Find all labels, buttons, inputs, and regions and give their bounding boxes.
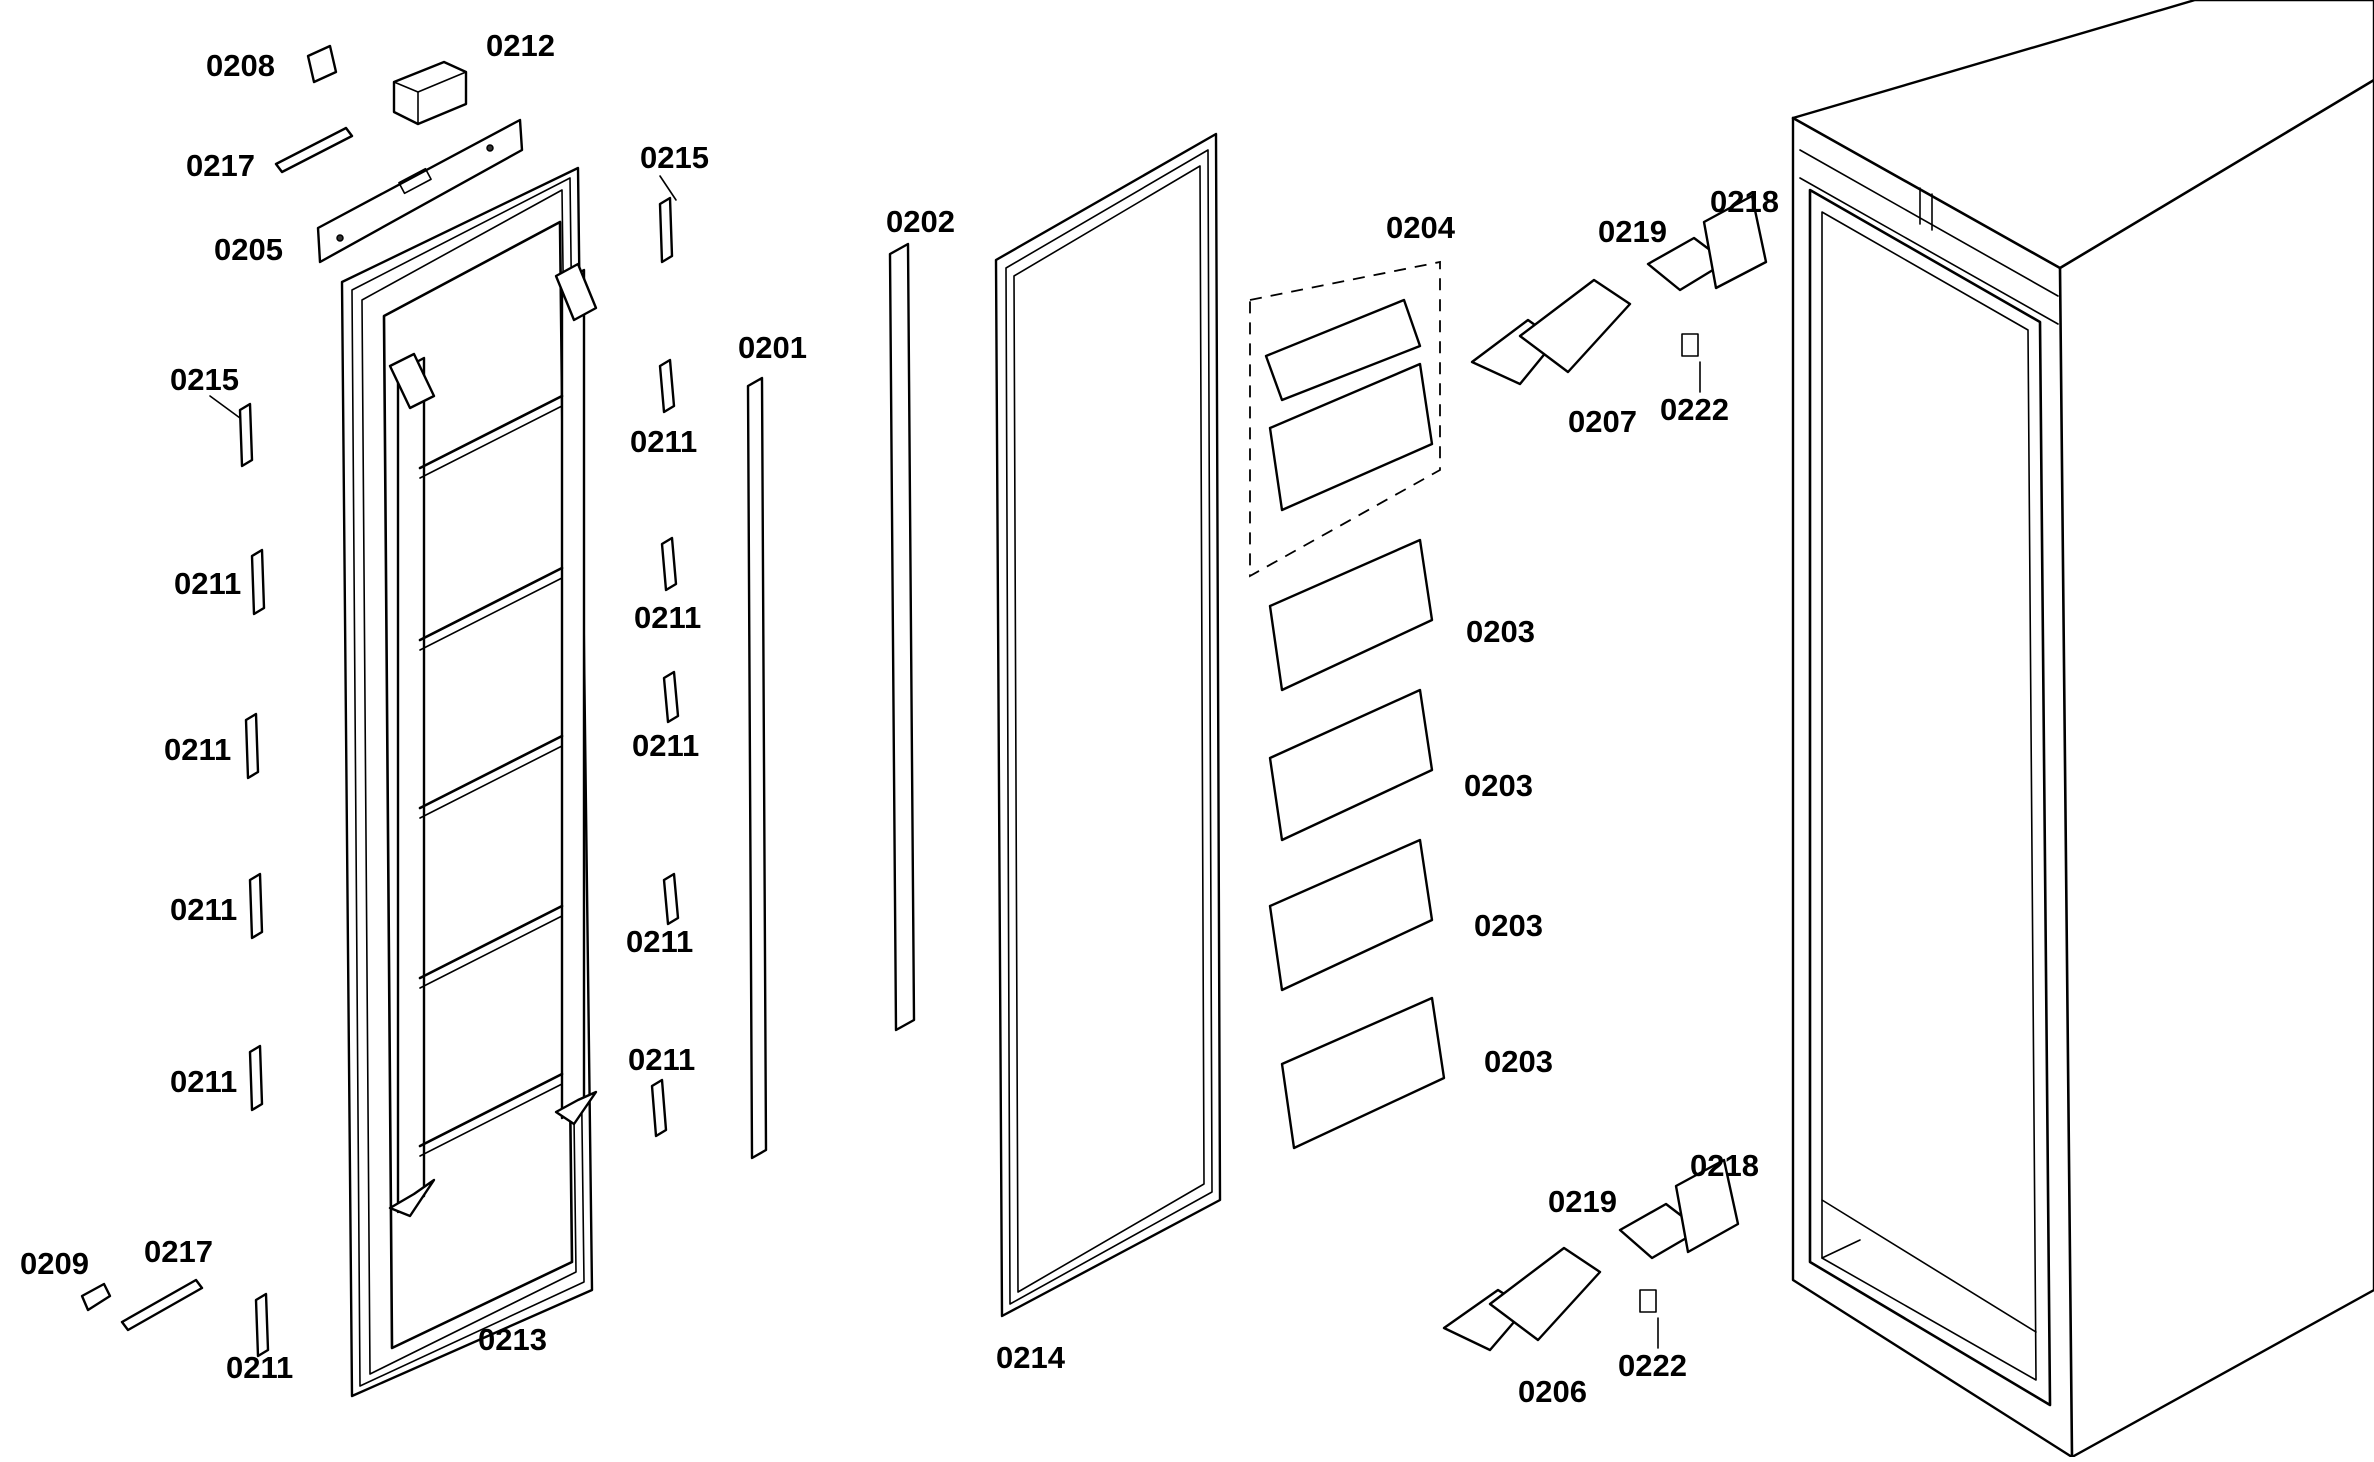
left-clips [238, 402, 270, 1358]
label-0222-bottom: 0222 [1618, 1348, 1687, 1383]
label-0222-top: 0222 [1660, 392, 1729, 427]
label-0219-top: 0219 [1598, 214, 1667, 249]
label-0211-mid-3: 0211 [632, 728, 699, 763]
label-0201: 0201 [738, 330, 807, 365]
callout-labels: 0208 0212 0217 0205 0215 0215 0211 0211 … [20, 28, 1779, 1409]
strip-0217-bottom [120, 1278, 204, 1332]
strip-0202 [888, 242, 916, 1032]
label-0218-top: 0218 [1710, 184, 1779, 219]
label-0211-left-2: 0211 [164, 732, 231, 767]
label-0213: 0213 [478, 1322, 547, 1357]
label-0207: 0207 [1568, 404, 1637, 439]
strip-0217-top [274, 126, 354, 174]
hinge-bracket-0205 [316, 118, 524, 264]
clip-0209 [80, 1282, 112, 1312]
label-0211-mid-2: 0211 [634, 600, 701, 635]
label-0205: 0205 [214, 232, 283, 267]
label-0215-left: 0215 [170, 362, 239, 397]
label-0203-4: 0203 [1484, 1044, 1553, 1079]
label-0211-left-4: 0211 [170, 1064, 237, 1099]
upper-hinge-assembly [1470, 194, 1768, 386]
label-0214: 0214 [996, 1340, 1066, 1375]
label-0218-bottom: 0218 [1690, 1148, 1759, 1183]
bin-assembly-0204 [1249, 260, 1441, 578]
label-0219-bottom: 0219 [1548, 1184, 1617, 1219]
label-0203-1: 0203 [1466, 614, 1535, 649]
door-0213 [340, 166, 598, 1398]
label-0206: 0206 [1518, 1374, 1587, 1409]
label-0211-mid-5: 0211 [628, 1042, 695, 1077]
label-0202: 0202 [886, 204, 955, 239]
label-0217-top: 0217 [186, 148, 255, 183]
label-0203-2: 0203 [1464, 768, 1533, 803]
lower-hinge-assembly [1442, 1158, 1740, 1352]
door-gasket-0214 [994, 132, 1222, 1318]
label-0204: 0204 [1386, 210, 1456, 245]
label-0211-mid-1: 0211 [630, 424, 697, 459]
label-0211-mid-4: 0211 [626, 924, 693, 959]
label-0208: 0208 [206, 48, 275, 83]
label-0211-left-3: 0211 [170, 892, 237, 927]
label-0212: 0212 [486, 28, 555, 63]
leader-lines [209, 175, 1701, 1349]
door-bins-0203 [1268, 538, 1446, 1150]
label-0211-left-1: 0211 [174, 566, 241, 601]
label-0211-bottom: 0211 [226, 1350, 293, 1385]
strip-0201 [746, 376, 768, 1160]
cabinet [1791, 0, 2374, 1459]
cover-0212 [392, 60, 468, 126]
cap-0208 [306, 44, 338, 84]
middle-clips [650, 196, 680, 1138]
label-0217-bottom: 0217 [144, 1234, 213, 1269]
label-0215-mid: 0215 [640, 140, 709, 175]
label-0209: 0209 [20, 1246, 89, 1281]
label-0203-3: 0203 [1474, 908, 1543, 943]
